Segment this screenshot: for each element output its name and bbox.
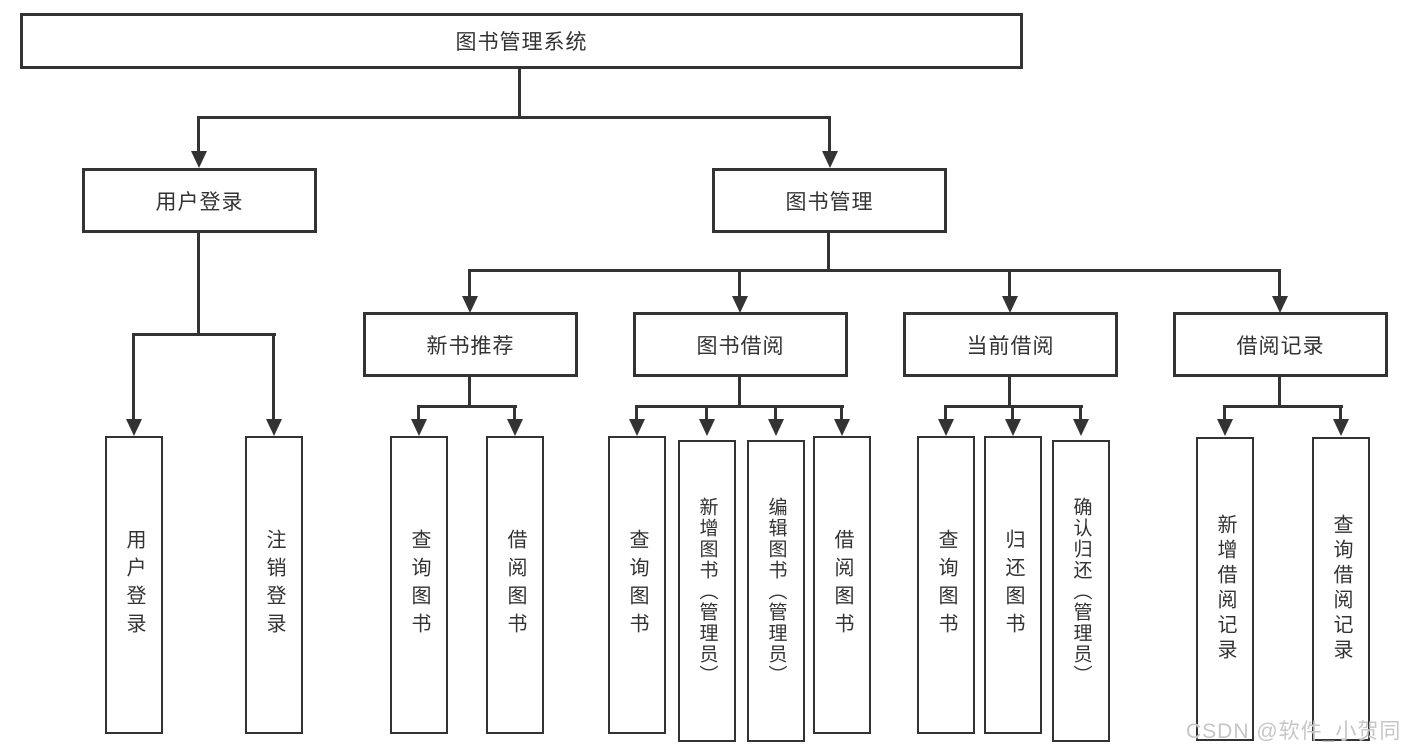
connector-records-leaf2 <box>1339 405 1342 420</box>
leaf-edit-book-admin: 编辑图书（管理员） <box>747 440 805 742</box>
leaf-edit-book-admin-label: 编辑图书（管理员） <box>765 496 787 686</box>
node-book-borrow-label: 图书借阅 <box>696 334 785 358</box>
connector-management-stem <box>827 233 830 272</box>
leaf-add-borrow-record-label: 新增借阅记录 <box>1214 514 1236 664</box>
connector-login-to-leaf1 <box>132 333 135 420</box>
leaf-confirm-return-admin-label: 确认归还（管理员） <box>1070 496 1092 686</box>
arrowhead-down <box>1002 296 1018 313</box>
arrowhead-down <box>1272 296 1288 313</box>
node-user-login-label: 用户登录 <box>155 190 244 214</box>
node-root: 图书管理系统 <box>20 13 1023 69</box>
arrowhead-down <box>822 151 838 168</box>
connector-login-rail <box>132 333 276 336</box>
connector-recommend-leaf2 <box>513 405 516 420</box>
leaf-add-book-admin: 新增图书（管理员） <box>678 440 736 742</box>
arrowhead-down <box>507 419 523 436</box>
connector-current-leaf2 <box>1011 405 1014 420</box>
leaf-query-books-borrow: 查询图书 <box>608 436 666 734</box>
leaf-borrow-books-borrow-label: 借阅图书 <box>831 529 853 641</box>
leaf-borrow-books-borrow: 借阅图书 <box>813 436 871 734</box>
arrowhead-down <box>1073 419 1089 436</box>
arrowhead-down <box>834 419 850 436</box>
arrowhead-down <box>462 296 478 313</box>
node-book-management: 图书管理 <box>712 168 947 233</box>
arrowhead-down <box>191 151 207 168</box>
connector-records-leaf1 <box>1223 405 1226 420</box>
leaf-query-books-current-label: 查询图书 <box>935 529 957 641</box>
leaf-return-books: 归还图书 <box>984 436 1042 734</box>
leaf-logout: 注销登录 <box>245 436 303 734</box>
connector-borrow-leaf4 <box>840 405 843 420</box>
arrowhead-down <box>411 419 427 436</box>
leaf-query-books-borrow-label: 查询图书 <box>626 529 648 641</box>
connector-current-leaf1 <box>944 405 947 420</box>
arrowhead-down <box>126 419 142 436</box>
arrowhead-down <box>699 419 715 436</box>
arrowhead-down <box>938 419 954 436</box>
leaf-query-books-current: 查询图书 <box>917 436 975 734</box>
csdn-watermark: CSDN @软件_小贺同学 <box>1186 720 1402 743</box>
node-root-label: 图书管理系统 <box>455 31 588 54</box>
connector-borrow-leaf3 <box>774 405 777 420</box>
leaf-confirm-return-admin: 确认归还（管理员） <box>1052 440 1110 742</box>
arrowhead-down <box>1333 419 1349 436</box>
node-new-book-recommend-label: 新书推荐 <box>426 334 515 358</box>
node-borrow-records: 借阅记录 <box>1173 312 1388 377</box>
leaf-add-book-admin-label: 新增图书（管理员） <box>696 496 718 686</box>
connector-to-borrow <box>738 269 741 297</box>
connector-management-rail <box>468 269 1281 272</box>
connector-current-stem <box>1008 377 1011 408</box>
node-current-borrow: 当前借阅 <box>903 312 1118 377</box>
leaf-query-books-recommend-label: 查询图书 <box>408 529 430 641</box>
leaf-borrow-books-recommend: 借阅图书 <box>486 436 544 734</box>
node-book-borrow: 图书借阅 <box>633 312 848 377</box>
connector-current-leaf3 <box>1079 405 1082 420</box>
node-borrow-records-label: 借阅记录 <box>1236 334 1325 358</box>
leaf-add-borrow-record: 新增借阅记录 <box>1196 437 1254 741</box>
connector-root-to-management <box>828 116 831 152</box>
connector-borrow-leaf1 <box>635 405 638 420</box>
node-new-book-recommend: 新书推荐 <box>363 312 578 377</box>
connector-root-rail <box>197 116 831 119</box>
arrowhead-down <box>1217 419 1233 436</box>
leaf-borrow-books-recommend-label: 借阅图书 <box>504 529 526 641</box>
connector-to-records <box>1278 269 1281 297</box>
leaf-user-login: 用户登录 <box>105 436 163 734</box>
leaf-logout-label: 注销登录 <box>263 529 285 641</box>
node-book-management-label: 图书管理 <box>785 190 874 214</box>
connector-recommend-stem <box>468 377 471 408</box>
connector-borrow-leaf2 <box>705 405 708 420</box>
arrowhead-down <box>732 296 748 313</box>
arrowhead-down <box>266 419 282 436</box>
connector-records-rail <box>1223 405 1343 408</box>
leaf-user-login-label: 用户登录 <box>123 529 145 641</box>
connector-recommend-leaf1 <box>417 405 420 420</box>
arrowhead-down <box>629 419 645 436</box>
connector-recommend-rail <box>417 405 517 408</box>
leaf-query-borrow-record-label: 查询借阅记录 <box>1330 514 1352 664</box>
connector-login-stem <box>197 233 200 336</box>
leaf-query-borrow-record: 查询借阅记录 <box>1312 437 1370 741</box>
connector-to-recommend <box>468 269 471 297</box>
connector-root-stem <box>518 69 521 118</box>
leaf-query-books-recommend: 查询图书 <box>390 436 448 734</box>
connector-records-stem <box>1278 377 1281 408</box>
leaf-return-books-label: 归还图书 <box>1002 529 1024 641</box>
connector-borrow-stem <box>738 377 741 408</box>
connector-borrow-rail <box>635 405 844 408</box>
arrowhead-down <box>768 419 784 436</box>
node-user-login: 用户登录 <box>82 168 317 233</box>
arrowhead-down <box>1005 419 1021 436</box>
connector-login-to-leaf2 <box>272 333 275 420</box>
connector-root-to-login <box>197 116 200 152</box>
connector-to-current <box>1008 269 1011 297</box>
node-current-borrow-label: 当前借阅 <box>966 334 1055 358</box>
